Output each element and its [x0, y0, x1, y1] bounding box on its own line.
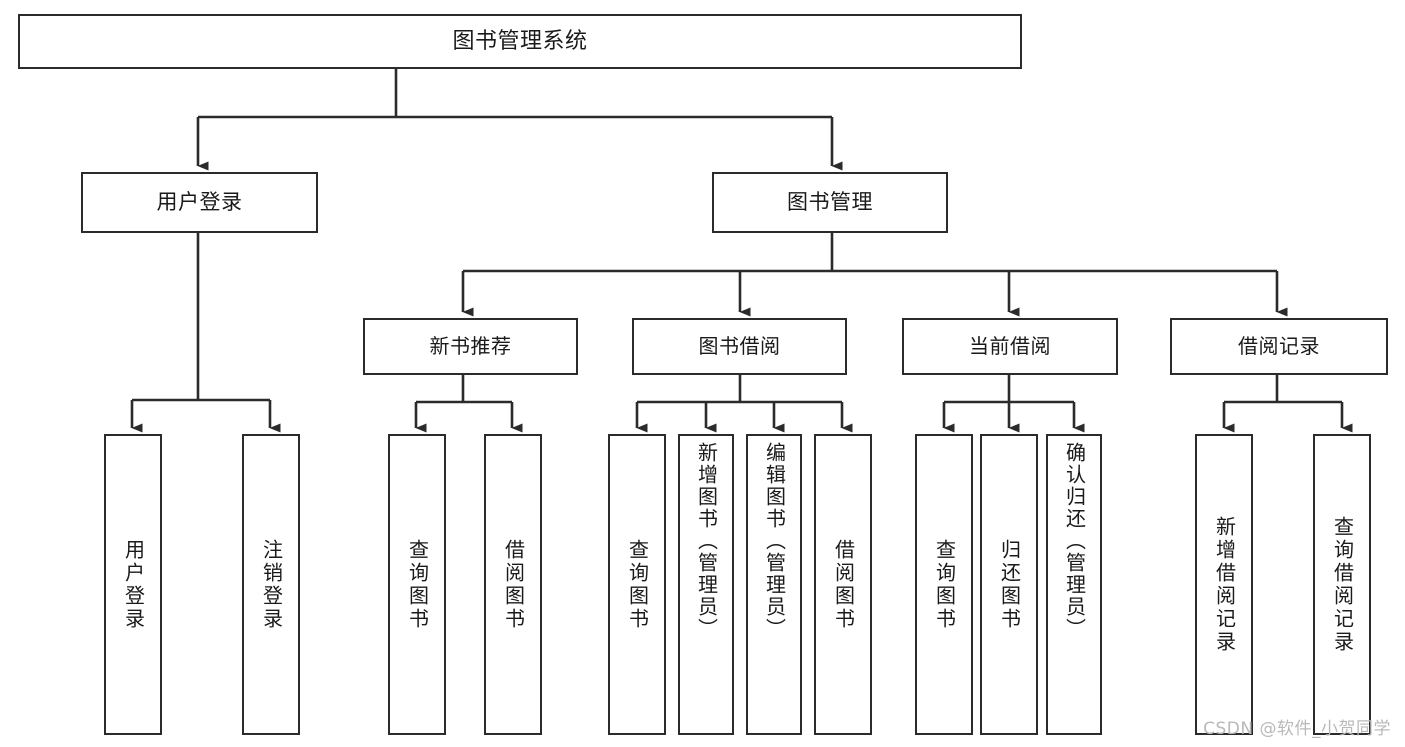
leaf-query-books-borrow[interactable]: 查询图书 — [608, 434, 666, 735]
node-new-book-recommend-label: 新书推荐 — [429, 334, 512, 358]
node-user-login-label: 用户登录 — [156, 190, 243, 215]
leaf-confirm-return-admin-label: 确认归还（管理员） — [1062, 442, 1087, 640]
leaf-add-borrow-record-label: 新增借阅记录 — [1212, 515, 1237, 654]
node-borrow-record-label: 借阅记录 — [1238, 334, 1320, 358]
node-current-borrow-label: 当前借阅 — [969, 334, 1051, 358]
node-root[interactable]: 图书管理系统 — [18, 14, 1022, 69]
node-book-management-label: 图书管理 — [787, 190, 873, 215]
node-book-borrow-label: 图书借阅 — [698, 334, 781, 358]
node-borrow-record[interactable]: 借阅记录 — [1170, 318, 1388, 375]
leaf-borrow-books-borrow[interactable]: 借阅图书 — [814, 434, 872, 735]
leaf-add-book-admin[interactable]: 新增图书（管理员） — [678, 434, 734, 735]
leaf-logout-label: 注销登录 — [259, 538, 284, 631]
leaf-user-login[interactable]: 用户登录 — [104, 434, 162, 735]
leaf-query-books-borrow-label: 查询图书 — [625, 538, 650, 631]
leaf-return-books-label: 归还图书 — [997, 538, 1022, 631]
leaf-add-borrow-record[interactable]: 新增借阅记录 — [1195, 434, 1253, 735]
node-new-book-recommend[interactable]: 新书推荐 — [363, 318, 578, 375]
node-current-borrow[interactable]: 当前借阅 — [902, 318, 1118, 375]
leaf-borrow-books-recommend[interactable]: 借阅图书 — [484, 434, 542, 735]
leaf-borrow-books-borrow-label: 借阅图书 — [831, 538, 856, 631]
leaf-add-book-admin-label: 新增图书（管理员） — [694, 442, 719, 640]
leaf-query-books-recommend[interactable]: 查询图书 — [388, 434, 446, 735]
node-book-borrow[interactable]: 图书借阅 — [632, 318, 847, 375]
leaf-query-books-current[interactable]: 查询图书 — [915, 434, 973, 735]
leaf-logout[interactable]: 注销登录 — [242, 434, 300, 735]
node-user-login[interactable]: 用户登录 — [81, 172, 318, 233]
node-book-management[interactable]: 图书管理 — [712, 172, 948, 233]
leaf-confirm-return-admin[interactable]: 确认归还（管理员） — [1046, 434, 1102, 735]
leaf-query-books-recommend-label: 查询图书 — [405, 538, 430, 631]
leaf-edit-book-admin[interactable]: 编辑图书（管理员） — [746, 434, 802, 735]
csdn-watermark: CSDN @软件_小贺同学 — [1203, 719, 1391, 739]
leaf-query-borrow-record[interactable]: 查询借阅记录 — [1313, 434, 1371, 735]
leaf-user-login-label: 用户登录 — [121, 538, 146, 631]
leaf-query-borrow-record-label: 查询借阅记录 — [1330, 515, 1355, 654]
leaf-query-books-current-label: 查询图书 — [932, 538, 957, 631]
leaf-return-books[interactable]: 归还图书 — [980, 434, 1038, 735]
leaf-edit-book-admin-label: 编辑图书（管理员） — [762, 442, 787, 640]
node-root-label: 图书管理系统 — [452, 28, 588, 54]
leaf-borrow-books-recommend-label: 借阅图书 — [501, 538, 526, 631]
